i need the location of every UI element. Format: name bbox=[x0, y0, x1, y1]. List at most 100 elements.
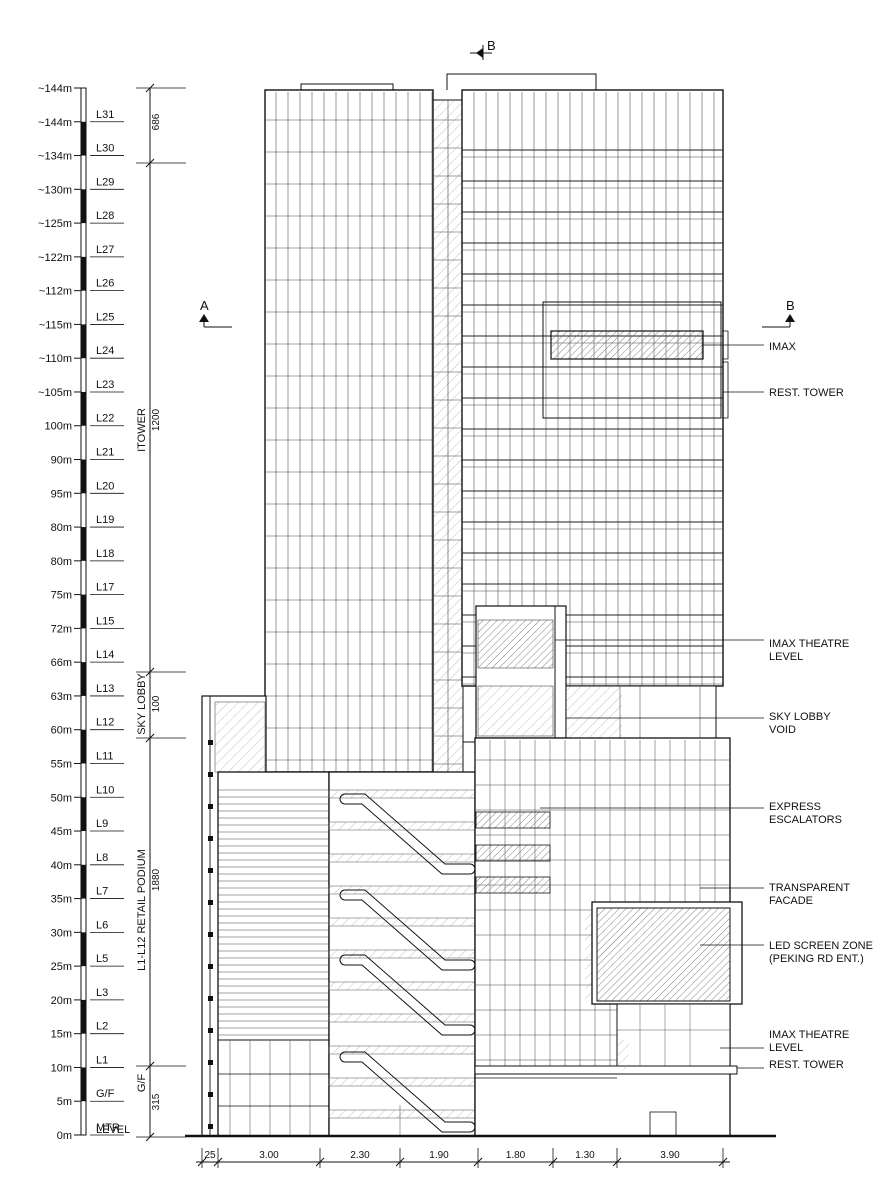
svg-text:LED SCREEN ZONE: LED SCREEN ZONE bbox=[769, 940, 873, 952]
zone-itower-dim: 1200 bbox=[151, 408, 162, 431]
zone-dimensions: 686 ITOWER 1200 SKY LOBBY 100 L1-L12 RET… bbox=[136, 83, 186, 1142]
zone-gf-dim: 315 bbox=[151, 1093, 162, 1110]
level-name: L23 bbox=[96, 379, 114, 391]
level-height: 90m bbox=[51, 455, 72, 467]
level-name: L7 bbox=[96, 886, 108, 898]
svg-text:FACADE: FACADE bbox=[769, 895, 813, 907]
level-name: L13 bbox=[96, 683, 114, 695]
section-b-top: B bbox=[470, 38, 496, 60]
section-markers: B A B bbox=[199, 38, 795, 328]
svg-text:IMAX THEATRE: IMAX THEATRE bbox=[769, 638, 849, 650]
svg-text:VOID: VOID bbox=[769, 724, 796, 736]
horizontal-dim: 3.00 bbox=[259, 1150, 279, 1161]
led-screen bbox=[596, 907, 731, 1002]
level-height: 5m bbox=[57, 1096, 72, 1108]
zone-itower-label: ITOWER bbox=[136, 408, 148, 452]
svg-text:REST. TOWER: REST. TOWER bbox=[769, 387, 844, 399]
level-name: G/F bbox=[96, 1088, 115, 1100]
level-name: L14 bbox=[96, 649, 114, 661]
level-height: 80m bbox=[51, 522, 72, 534]
callout: LED SCREEN ZONE(PEKING RD ENT.) bbox=[700, 940, 873, 965]
svg-text:EXPRESS: EXPRESS bbox=[769, 801, 821, 813]
level-extra-label: LEVEL bbox=[96, 1124, 130, 1136]
level-name: L11 bbox=[96, 750, 114, 762]
svg-text:B: B bbox=[487, 38, 496, 53]
level-height: ~115m bbox=[39, 319, 72, 331]
level-name: L10 bbox=[96, 784, 114, 796]
level-height: 40m bbox=[51, 860, 72, 872]
level-name: L29 bbox=[96, 176, 114, 188]
level-name: L17 bbox=[96, 582, 114, 594]
level-height: 66m bbox=[51, 657, 72, 669]
rest-tower-outline bbox=[542, 301, 722, 419]
top-zone-dim: 686 bbox=[151, 113, 162, 130]
level-name: L25 bbox=[96, 311, 114, 323]
level-name: L18 bbox=[96, 548, 114, 560]
level-height: 95m bbox=[51, 488, 72, 500]
level-height: ~105m bbox=[38, 387, 72, 399]
horizontal-dim: 1.80 bbox=[506, 1150, 526, 1161]
level-height: ~125m bbox=[38, 218, 72, 230]
level-height: 10m bbox=[51, 1062, 72, 1074]
level-height: 72m bbox=[51, 623, 72, 635]
level-height: 80m bbox=[51, 556, 72, 568]
svg-text:REST. TOWER: REST. TOWER bbox=[769, 1059, 844, 1071]
level-height: 55m bbox=[51, 758, 72, 770]
level-height: 60m bbox=[51, 725, 72, 737]
level-name: L6 bbox=[96, 919, 108, 931]
level-name: L22 bbox=[96, 413, 114, 425]
level-height: 50m bbox=[51, 792, 72, 804]
callout: REST. TOWER bbox=[722, 361, 844, 419]
callout: REST. TOWER bbox=[737, 1059, 844, 1071]
level-name: L8 bbox=[96, 852, 108, 864]
svg-text:ESCALATORS: ESCALATORS bbox=[769, 814, 842, 826]
level-height: ~110m bbox=[39, 353, 72, 365]
level-name: L12 bbox=[96, 717, 114, 729]
horizontal-dim: 2.30 bbox=[350, 1150, 370, 1161]
level-name: L2 bbox=[96, 1021, 108, 1033]
zone-skylobby-label: SKY LOBBY bbox=[136, 673, 148, 735]
section-b-right: B bbox=[762, 298, 795, 328]
horizontal-dim: 1.30 bbox=[575, 1150, 595, 1161]
level-height: ~122m bbox=[38, 252, 72, 264]
level-name: MTR bbox=[96, 1122, 120, 1134]
level-height: ~112m bbox=[39, 286, 72, 298]
level-height: 25m bbox=[51, 961, 72, 973]
level-height: 15m bbox=[51, 1029, 72, 1041]
level-height: 30m bbox=[51, 927, 72, 939]
scale-bar bbox=[80, 87, 87, 1136]
svg-text:TRANSPARENT: TRANSPARENT bbox=[769, 882, 850, 894]
level-height: ~134m bbox=[38, 151, 72, 163]
level-name: L21 bbox=[96, 447, 114, 459]
level-name: L28 bbox=[96, 210, 114, 222]
svg-text:B: B bbox=[786, 298, 795, 313]
level-height: 35m bbox=[51, 894, 72, 906]
section-a-left: A bbox=[199, 298, 232, 328]
horizontal-dim: 1.90 bbox=[429, 1150, 449, 1161]
level-name: L24 bbox=[96, 345, 114, 357]
level-height: ~130m bbox=[38, 184, 72, 196]
level-height: 63m bbox=[51, 691, 72, 703]
level-height: 45m bbox=[51, 826, 72, 838]
imax-box bbox=[550, 330, 704, 360]
zone-podium-dim: 1880 bbox=[151, 868, 162, 891]
level-name: L3 bbox=[96, 987, 108, 999]
callout: IMAX bbox=[703, 330, 797, 360]
level-name: L19 bbox=[96, 514, 114, 526]
level-name: L15 bbox=[96, 615, 114, 627]
svg-text:(PEKING RD ENT.): (PEKING RD ENT.) bbox=[769, 953, 864, 965]
level-scale: ~144m~144mL31~134mL30~130mL29~125mL28~12… bbox=[38, 83, 130, 1142]
level-name: L1 bbox=[96, 1054, 108, 1066]
building-elevation bbox=[185, 73, 776, 1138]
svg-text:LEVEL: LEVEL bbox=[769, 1042, 803, 1054]
right-tower bbox=[461, 89, 724, 687]
level-name: L31 bbox=[96, 109, 114, 121]
level-name: L5 bbox=[96, 953, 108, 965]
svg-text:IMAX THEATRE: IMAX THEATRE bbox=[769, 1029, 849, 1041]
level-height: ~144m bbox=[38, 83, 72, 95]
horizontal-dim: 3.90 bbox=[660, 1150, 680, 1161]
level-name: L27 bbox=[96, 244, 114, 256]
